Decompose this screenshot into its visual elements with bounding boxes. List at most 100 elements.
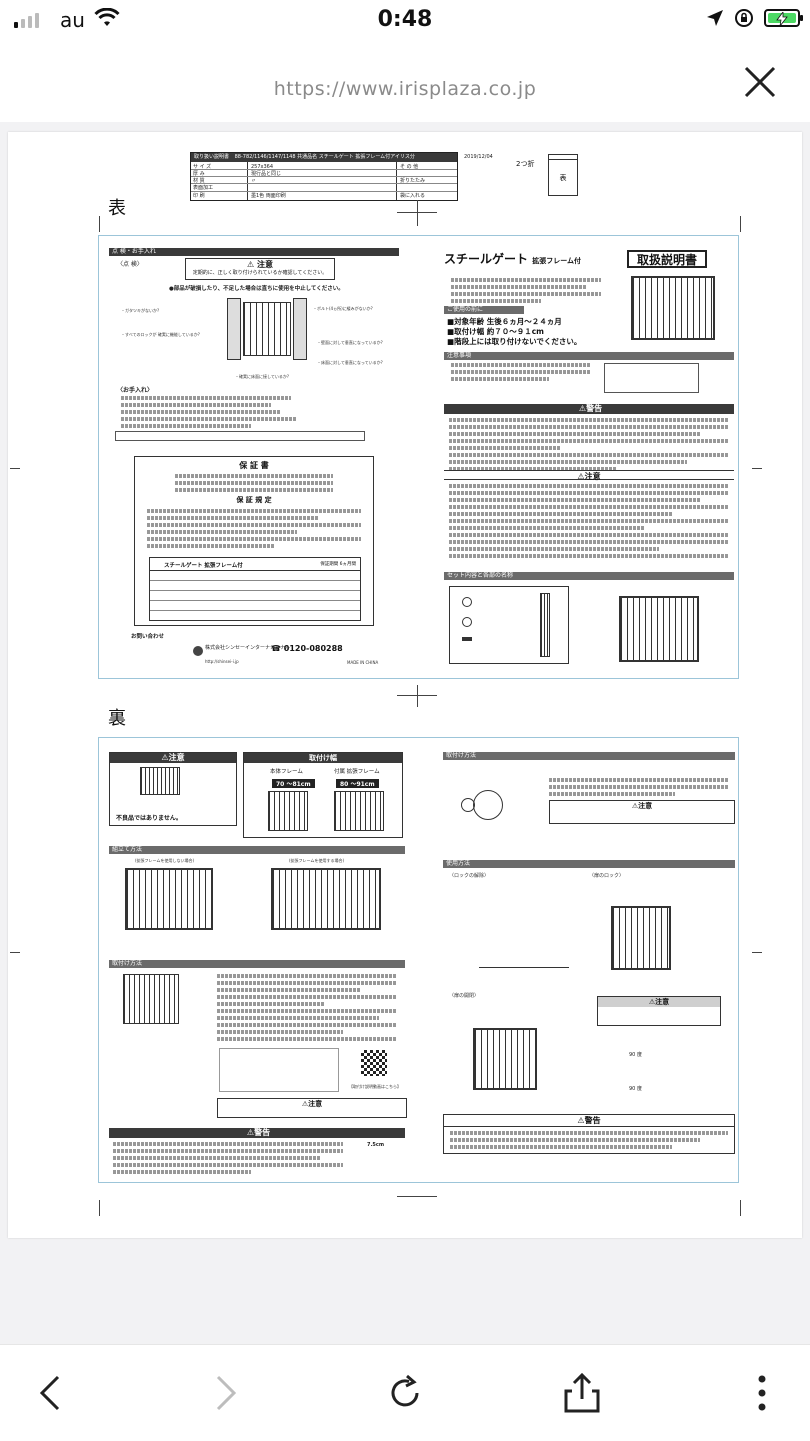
spec-surface-label: 表面加工 <box>193 185 214 191</box>
usage-header: 使用方法 <box>443 860 735 868</box>
notes-legend <box>604 363 699 393</box>
back-caution-title: 注意 <box>168 753 185 762</box>
back-warning-box-2: ⚠警告 <box>443 1114 735 1154</box>
install-caution-title: 注意 <box>308 1100 323 1108</box>
care-text <box>121 396 301 431</box>
warranty-period: 保証期間 6ヵ月間 <box>320 562 356 567</box>
install-caution-box-2: ⚠注意 <box>549 800 735 824</box>
check-caution-box: ⚠ 注意 定期的に、正しく取り付けられているか確認してください。 <box>185 258 335 280</box>
warning-text <box>449 418 729 474</box>
spec-row1-label: 取り扱い説明書 <box>194 154 230 160</box>
product-title: スチールゲート 拡張フレーム付 <box>444 250 581 267</box>
manual-title-box: 取扱説明書 <box>627 250 707 268</box>
wifi-icon <box>94 7 120 32</box>
pdf-viewer[interactable]: 取り扱い説明書 88-782/1146/1147/1148 共通品名 スチールゲ… <box>0 122 810 1344</box>
door-open-label: 〈扉の開閉〉 <box>449 993 480 999</box>
install-anchor-text <box>549 778 729 799</box>
product-gate-illustration <box>627 274 719 342</box>
status-right-icons <box>706 8 803 28</box>
contact-phone: ☎ 0120-080288 <box>271 644 343 653</box>
assembly-b: (拡張フレームを使用する場合) <box>289 858 345 863</box>
close-button[interactable] <box>740 62 780 102</box>
door-open-figure <box>473 1028 537 1090</box>
location-arrow-icon <box>707 10 723 26</box>
check-header: 点 検・お手入れ <box>109 248 399 256</box>
install-anchor-figure <box>453 780 523 828</box>
angle-90a: 90 度 <box>629 1052 642 1058</box>
spec-material-value: 〃 <box>251 178 257 184</box>
body-range: 70 〜81cm <box>272 779 315 788</box>
share-button[interactable] <box>558 1369 606 1417</box>
product-title-text: スチールゲート <box>444 252 529 266</box>
install-detail-figures <box>219 1048 339 1092</box>
intro-text <box>451 278 601 306</box>
product-subtitle: 拡張フレーム付 <box>532 257 581 265</box>
spec-print-label: 印 刷 <box>193 193 205 199</box>
measure-label: 7.5cm <box>367 1142 385 1148</box>
forward-button[interactable] <box>202 1369 250 1417</box>
spec-print-value: 墨1色 両面印刷 <box>251 193 286 199</box>
company-logo-icon <box>193 646 203 656</box>
door-caution-title: 注意 <box>655 998 670 1006</box>
spec-bag-label: 袋に入れる <box>400 193 426 199</box>
spec-size-label: サ イ ズ <box>193 164 212 170</box>
ext-frame-label: 付属 拡張フレーム <box>334 769 380 775</box>
warning-banner: ⚠警告 <box>444 404 734 414</box>
notes-header: 注意事項 <box>444 352 734 360</box>
broken-note: ●部品が破損したり、不足した場合は直ちに使用を中止してください。 <box>169 286 344 292</box>
check-q1: ・ガタツキがないか? <box>121 308 160 313</box>
assembly-gate-a <box>125 868 213 930</box>
set-contents-header: セット内容と各部の名称 <box>444 572 734 580</box>
door-caution-box: ⚠注意 <box>597 996 721 1026</box>
more-button[interactable] <box>738 1369 786 1417</box>
manual-page: 取り扱い説明書 88-782/1146/1147/1148 共通品名 スチールゲ… <box>8 132 802 1238</box>
bottom-toolbar <box>0 1344 810 1441</box>
cellular-signal-icon <box>14 13 39 28</box>
lock-release-label: 〈ロックの解除〉 <box>449 873 490 879</box>
check-q6: ・確実に床面に接しているか? <box>235 374 290 379</box>
stairs-warning: ■階段上には取り付けないでください。 <box>447 337 582 346</box>
back-caution-box: ⚠注意 不良品ではありません。 <box>109 752 237 826</box>
check-q5: ・床面に対して垂直になっているか? <box>317 360 383 365</box>
check-q4: ・壁面に対して垂直になっているか? <box>317 340 383 345</box>
caution-text <box>449 484 729 561</box>
warranty-rules: 保 証 規 定 <box>236 496 272 504</box>
back-side-label: 裏 <box>108 708 126 729</box>
company-url: http://shinsei-i.jp <box>205 659 239 664</box>
more-vertical-icon <box>758 1375 766 1411</box>
mount-width-header: 取付け幅 <box>244 753 402 763</box>
spec-row1-value: 88-782/1146/1147/1148 共通品名 スチールゲート 拡張フレー… <box>234 154 415 160</box>
qr-caption: 【取付け説明動画はこちら】 <box>349 1084 401 1089</box>
fold-diagram: 表 <box>548 154 578 196</box>
target-age: ■対象年齢 生後６ヵ月〜２４ヵ月 <box>447 317 562 326</box>
manual-title: 取扱説明書 <box>636 253 697 267</box>
qr-code[interactable] <box>361 1050 387 1076</box>
not-defect-text: 不良品ではありません。 <box>116 815 182 822</box>
mount-width-box: 取付け幅 本体フレーム 付属 拡張フレーム 70 〜81cm 80 〜91cm <box>243 752 403 838</box>
spec-other-label: そ の 他 <box>400 164 419 170</box>
fold-type: 2つ折 <box>516 160 535 168</box>
body-frame-label: 本体フレーム <box>270 769 303 775</box>
install-header: 取付け方法 <box>109 960 405 968</box>
back-warning-banner: ⚠警告 <box>109 1128 405 1138</box>
install-header-2: 取付け方法 <box>443 752 735 760</box>
back-button[interactable] <box>26 1369 74 1417</box>
reload-button[interactable] <box>381 1369 429 1417</box>
care-spec-table <box>115 431 365 441</box>
warranty-title: 保 証 書 <box>239 461 269 470</box>
lock-gate-figure <box>611 906 671 970</box>
close-icon <box>744 66 776 98</box>
care-title: 〈お手入れ〉 <box>117 387 154 394</box>
assembly-header: 組立て方法 <box>109 846 405 854</box>
check-q2: ・すべてのロックが 確実に機能しているか? <box>121 332 200 337</box>
warranty-card: 保 証 書 保 証 規 定 スチールゲート 拡張フレーム付 保証期間 6ヵ月間 <box>134 456 374 626</box>
back-warning2-title: 警告 <box>584 1116 601 1125</box>
clock-time: 0:48 <box>377 7 433 32</box>
gate-check-figure <box>227 298 307 360</box>
notes-text <box>451 363 591 384</box>
warning-title: 警告 <box>586 404 603 413</box>
battery-icon <box>764 9 803 27</box>
carrier-name: au <box>60 8 85 32</box>
lock-lock-label: 〈扉のロック〉 <box>589 873 625 879</box>
check-title: 〈点 検〉 <box>117 261 143 268</box>
